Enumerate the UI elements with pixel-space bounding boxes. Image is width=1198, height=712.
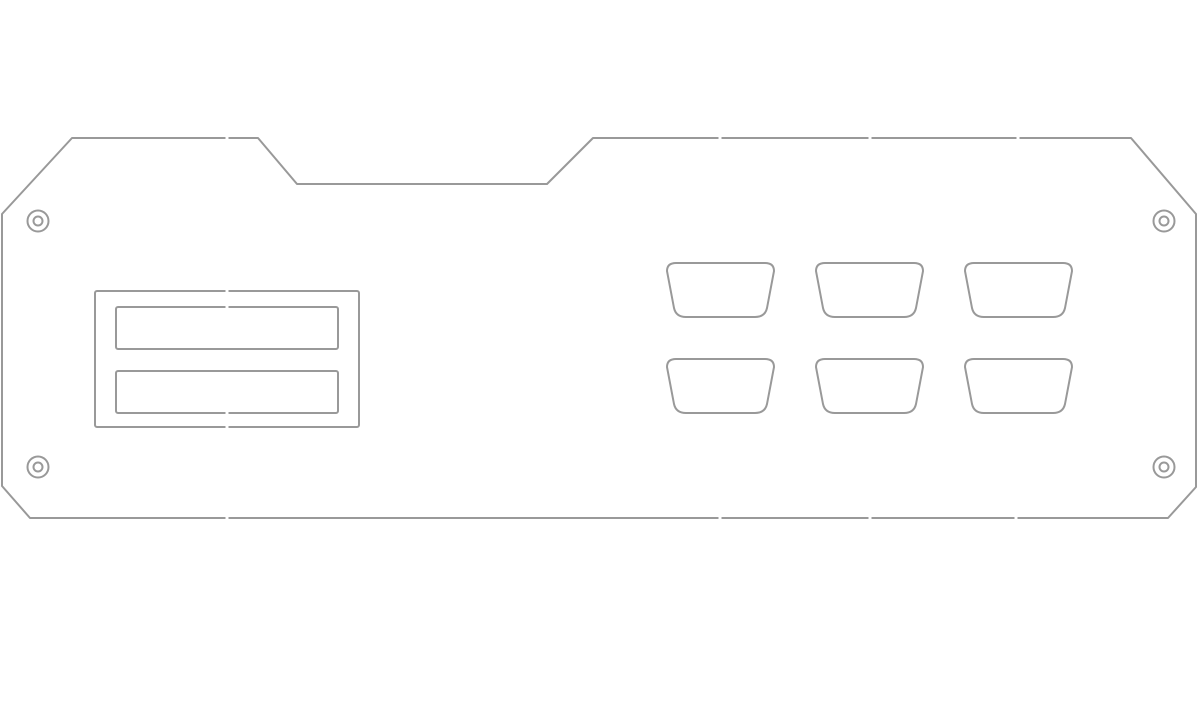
d-sub-port — [815, 262, 924, 318]
d-sub-port — [964, 358, 1073, 414]
mounting-hole-top-right — [1152, 209, 1176, 233]
mounting-hole-bottom-left — [26, 455, 50, 479]
d-sub-port — [666, 262, 775, 318]
d-sub-port-grid — [666, 262, 1073, 414]
card-slot-frame — [94, 290, 360, 428]
card-slot-lower — [115, 370, 339, 414]
mounting-hole-top-left — [26, 209, 50, 233]
panel-outline — [1, 137, 1197, 519]
d-sub-port — [666, 358, 775, 414]
card-slot-upper — [115, 306, 339, 350]
d-sub-port — [815, 358, 924, 414]
d-sub-port — [964, 262, 1073, 318]
mounting-hole-bottom-right — [1152, 455, 1176, 479]
card-slot-assembly — [94, 289, 360, 429]
